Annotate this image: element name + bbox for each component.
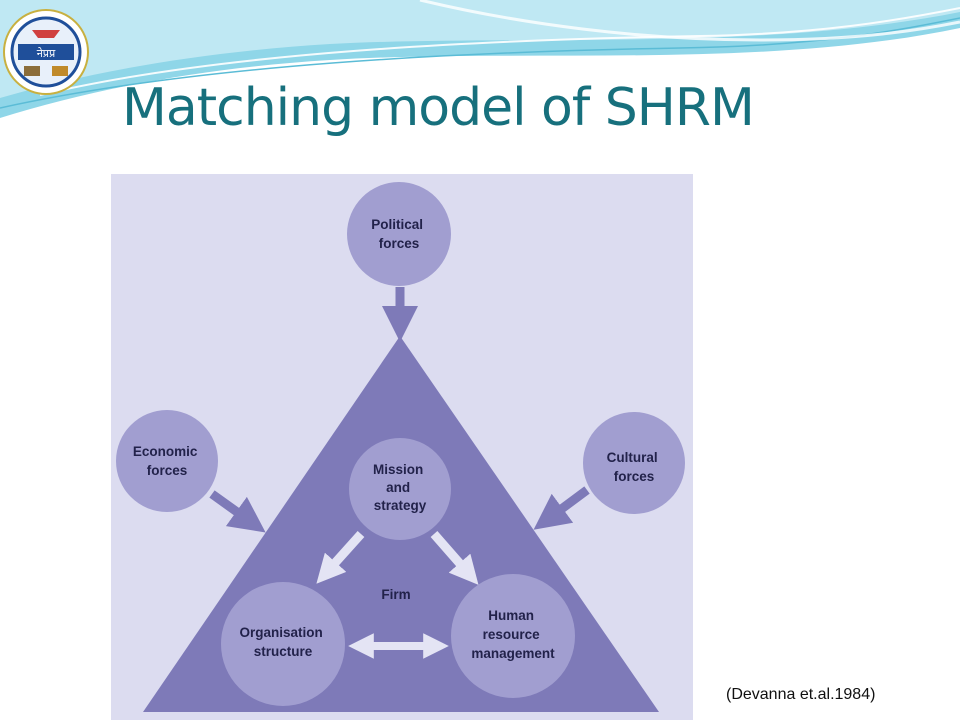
page-title: Matching model of SHRM [122,78,755,138]
organisation-logo: नेप्रप्र [3,9,89,95]
political-forces-label: Political forces [371,217,427,251]
cultural-arrow [533,486,590,530]
firm-label: Firm [381,587,410,602]
mission-strategy-node [349,438,451,540]
political-forces-node [347,182,451,286]
mission-strategy-label: Mission and strategy [373,462,427,513]
organisation-structure-node [221,582,345,706]
mission-to-hrm-arrow [430,531,479,585]
cultural-forces-node [583,412,685,514]
organisation-structure-label: Organisation structure [239,625,326,659]
economic-forces-label: Economic forces [133,444,201,478]
logo-text: नेप्रप्र [37,47,56,60]
citation: (Devanna et.al.1984) [726,686,876,703]
header-wave-decoration [0,0,960,118]
hrm-node [451,574,575,698]
mission-to-organisation-arrow [316,530,365,584]
economic-arrow [209,490,266,533]
shrm-matching-model-diagram: Political forces Economic forces Cultura… [111,174,693,720]
hrm-label: Human resource management [471,608,555,661]
cultural-forces-label: Cultural forces [607,450,662,484]
economic-forces-node [116,410,218,512]
